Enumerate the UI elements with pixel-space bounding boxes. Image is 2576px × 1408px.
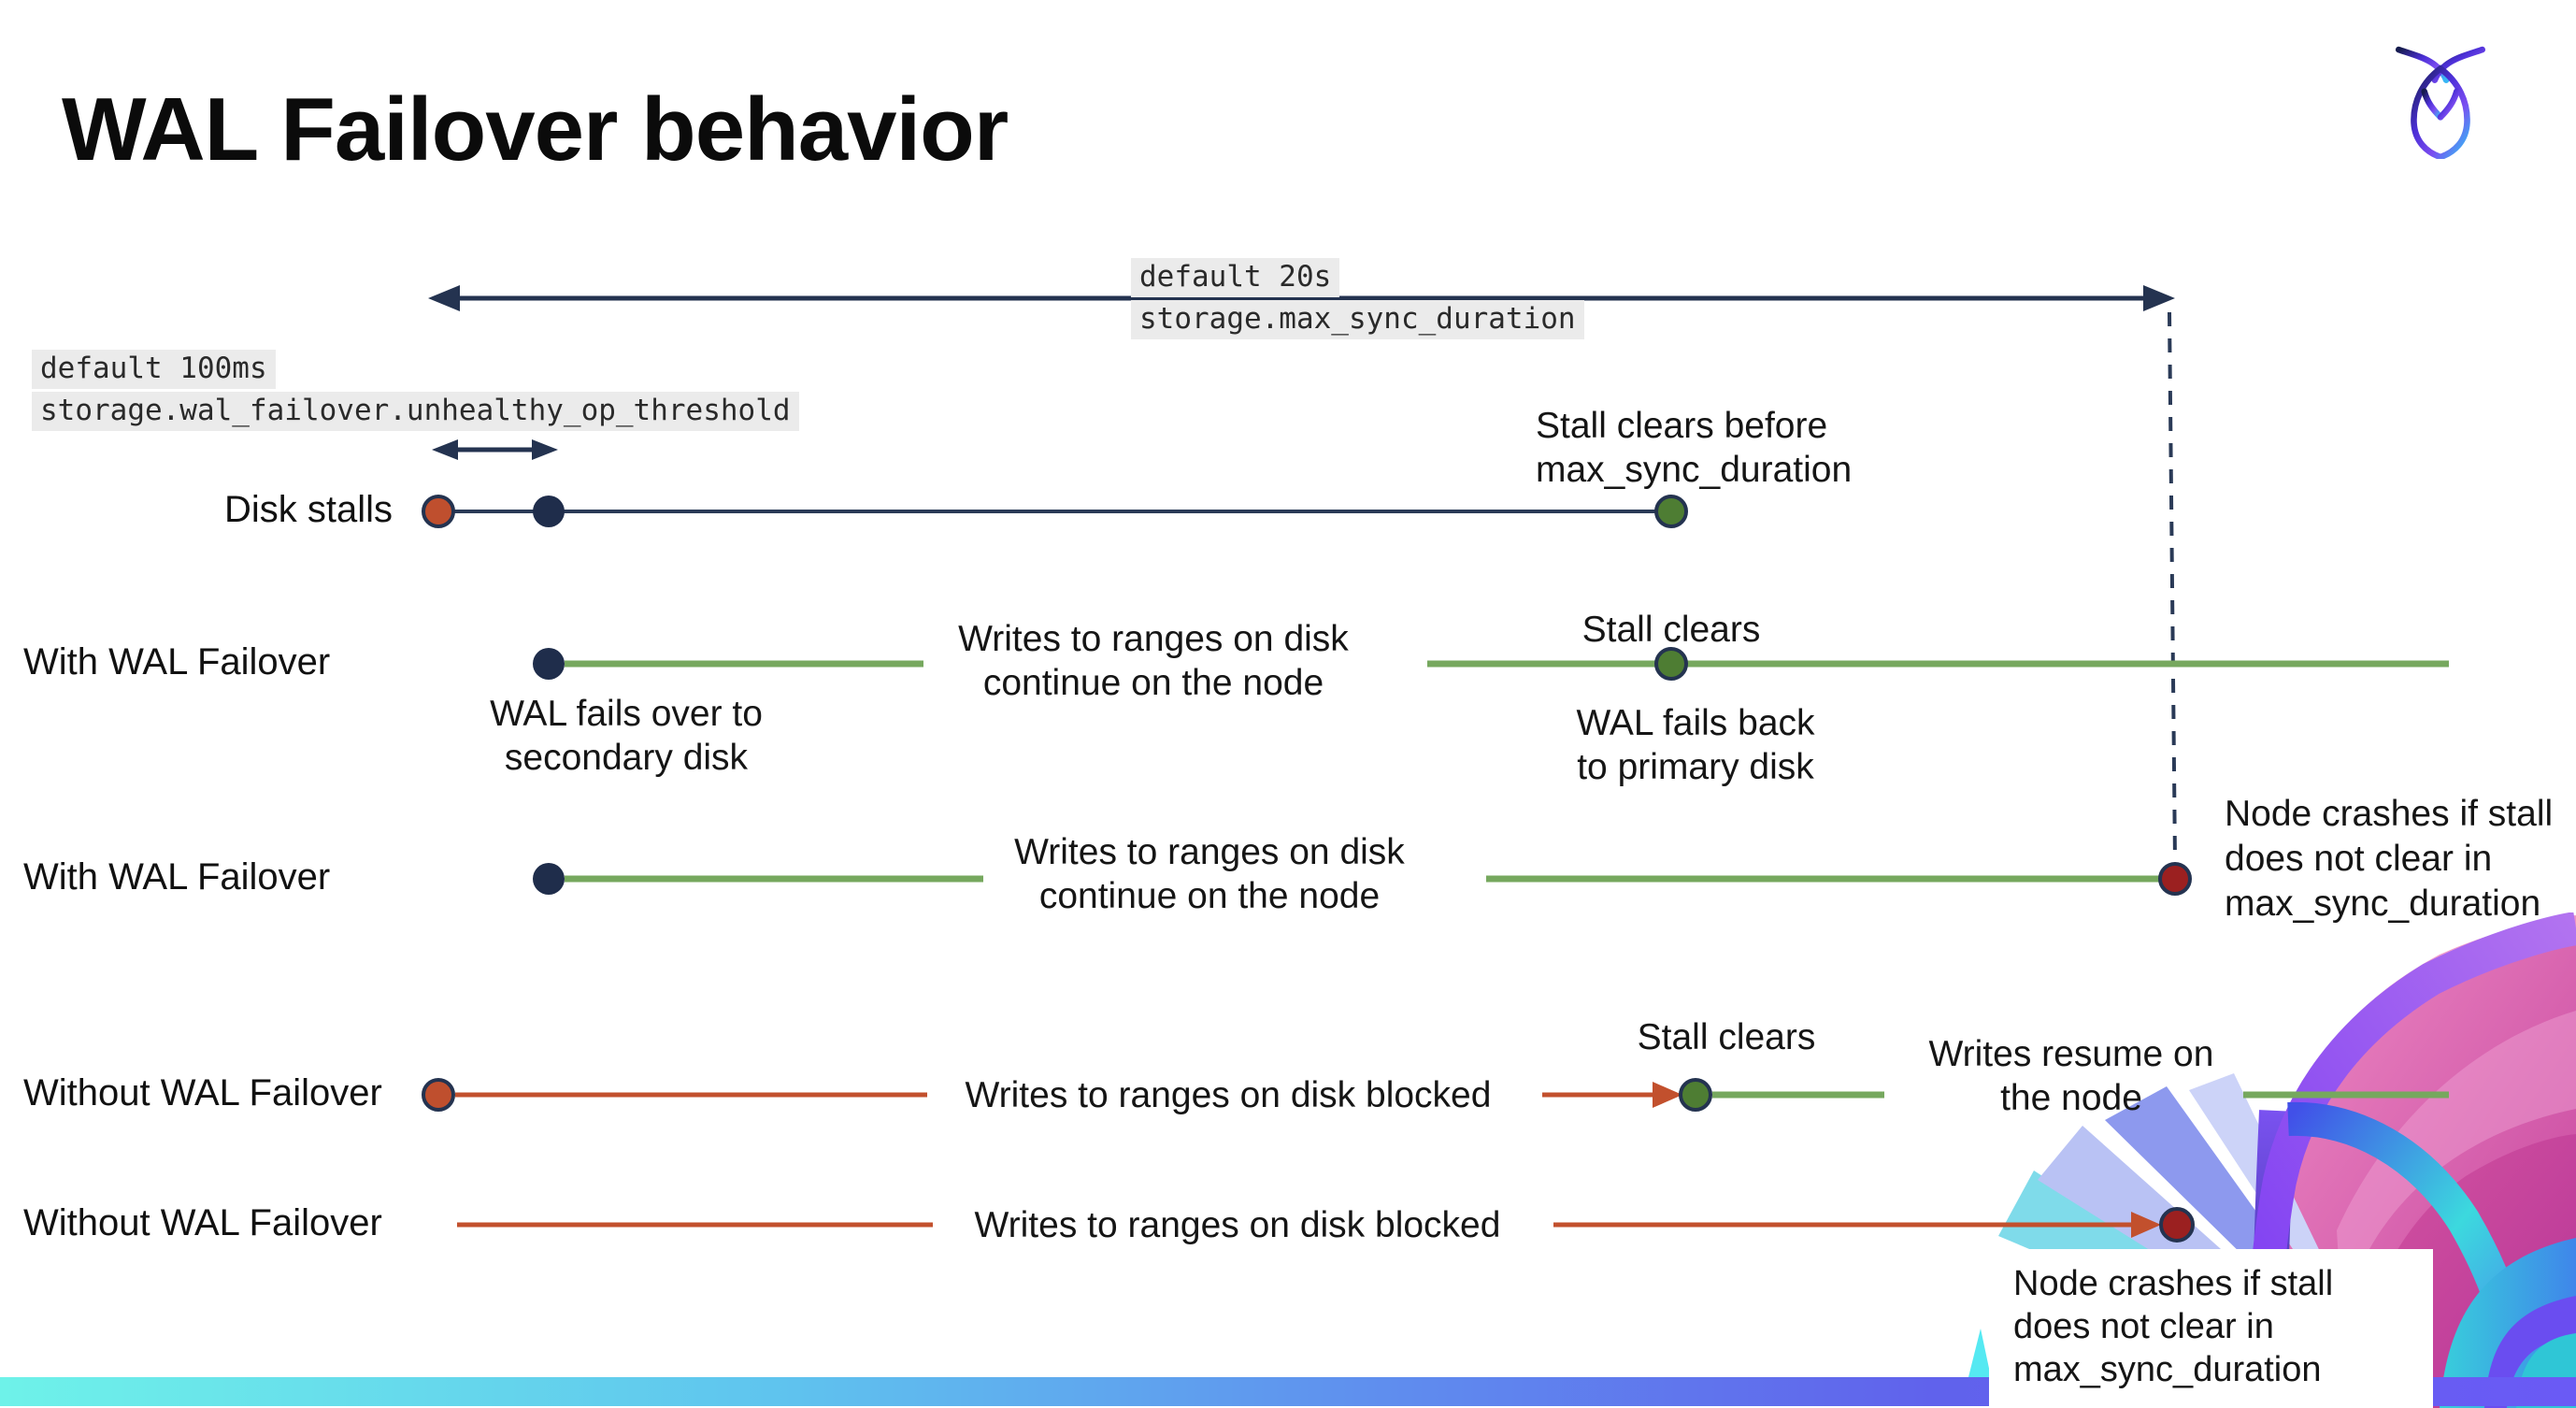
logo-y-branch-right — [2437, 88, 2460, 121]
note-writes-blocked-row5: Writes to ranges on disk blocked — [974, 1205, 1501, 1245]
row4-label: Without WAL Failover — [23, 1072, 382, 1113]
row2-failover-dot — [533, 648, 565, 680]
max-sync-arrowhead-right — [2143, 285, 2175, 311]
note-stall-clears-row4: Stall clears — [1637, 1017, 1816, 1057]
node-crash-callout-box: Node crashes if stall does not clear in … — [1989, 1249, 2433, 1408]
row5-label: Without WAL Failover — [23, 1202, 382, 1243]
cyan-wing-triangle — [1968, 1329, 1991, 1377]
max-sync-dashed-dropline — [2168, 311, 2177, 861]
note-writes-blocked-row4: Writes to ranges on disk blocked — [965, 1075, 1492, 1115]
note-fails-back: WAL fails back to primary disk — [1576, 703, 1815, 787]
row1-stall-clears-dot — [1654, 495, 1688, 528]
threshold-arrowhead-right — [532, 439, 558, 460]
note-node-crashes-row3: Node crashes if stall does not clear in … — [2225, 794, 2554, 924]
row5-red-arrowhead — [2131, 1212, 2161, 1238]
row1-label: Disk stalls — [223, 489, 393, 530]
row1-stall-start-dot — [422, 495, 455, 528]
row3-label: With WAL Failover — [23, 856, 331, 898]
row1-failover-trigger-dot — [533, 496, 565, 527]
note-writes-continue-row3: Writes to ranges on disk continue on the… — [1014, 832, 1405, 916]
max-sync-duration-label: default 20s storage.max_sync_duration — [1131, 258, 1584, 342]
logo-y-branch-left — [2421, 88, 2444, 121]
row5-crash-dot — [2159, 1207, 2195, 1243]
row4-red-arrowhead — [1653, 1082, 1682, 1108]
unhealthy-op-threshold-label: default 100ms storage.wal_failover.unhea… — [32, 350, 799, 434]
note-writes-continue-row2: Writes to ranges on disk continue on the… — [958, 619, 1349, 703]
threshold-default-chip: default 100ms — [32, 350, 276, 389]
max-sync-setting-chip: storage.max_sync_duration — [1131, 300, 1584, 339]
row4-stall-start-dot — [422, 1078, 455, 1112]
note-stall-clears-before: Stall clears before max_sync_duration — [1536, 406, 1853, 490]
max-sync-default-chip: default 20s — [1131, 258, 1340, 297]
note-stall-clears-row2: Stall clears — [1581, 610, 1761, 650]
row3-crash-dot — [2158, 862, 2192, 896]
threshold-setting-chip: storage.wal_failover.unhealthy_op_thresh… — [32, 392, 799, 431]
note-writes-resume: Writes resume on the node — [1928, 1034, 2214, 1118]
row4-stall-clears-dot — [1679, 1078, 1712, 1112]
row2-label: With WAL Failover — [23, 641, 331, 682]
row2-stall-clears-dot — [1654, 647, 1688, 681]
max-sync-arrowhead-left — [428, 285, 460, 311]
node-crash-callout-text: Node crashes if stall does not clear in … — [2013, 1264, 2334, 1389]
row3-failover-dot — [533, 863, 565, 895]
threshold-arrowhead-left — [432, 439, 458, 460]
pink-light-sweep — [2337, 1011, 2576, 1352]
cockroachdb-logo-icon — [2395, 46, 2486, 159]
note-fails-over: WAL fails over to secondary disk — [490, 694, 763, 778]
page-title: WAL Failover behavior — [62, 79, 1009, 180]
